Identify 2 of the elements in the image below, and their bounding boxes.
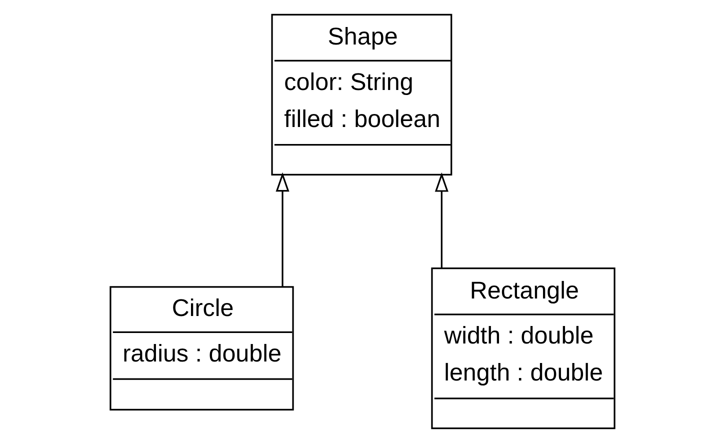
arrow bbox=[434, 172, 448, 268]
arrow bbox=[276, 172, 290, 287]
